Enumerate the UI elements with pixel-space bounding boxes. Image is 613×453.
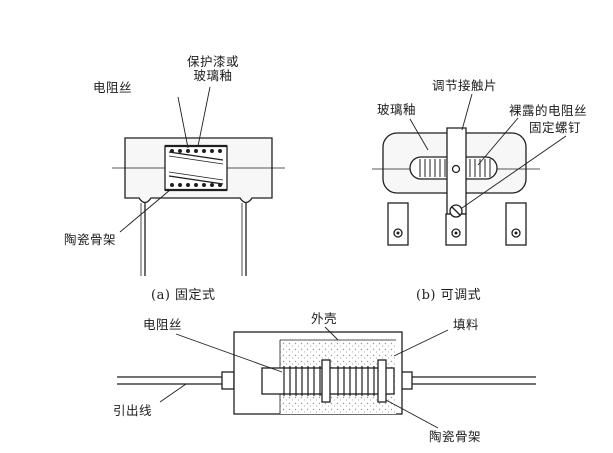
- label-fixing-screw: 固定螺钉: [529, 120, 582, 135]
- adj-terminal-left: [387, 202, 409, 246]
- label-bare-wire: 裸露的电阻丝: [509, 103, 588, 118]
- label-resistance-wire: 电阻丝: [93, 80, 133, 95]
- wire-turns: [283, 366, 375, 396]
- adj-terminal-right: [505, 202, 527, 246]
- label-ceramic-former: 陶瓷骨架: [64, 232, 117, 247]
- adj-contact-pivot: [451, 164, 461, 174]
- fixed-wire-beads: [170, 149, 222, 187]
- lead-cap-left: [221, 371, 235, 390]
- label-filler: 填料: [453, 317, 480, 332]
- wirewound-resistor: [117, 326, 536, 429]
- label-adjust-contact: 调节接触片: [432, 78, 498, 93]
- label-lead-wire: 引出线: [113, 403, 153, 418]
- collar-left: [321, 359, 331, 403]
- label-ww-ceramic-former: 陶瓷骨架: [429, 429, 482, 444]
- label-glass-glaze: 玻璃釉: [377, 102, 417, 117]
- label-ww-resistance-wire: 电阻丝: [143, 317, 183, 332]
- fixed-wire-coils: [168, 151, 224, 185]
- collar-right: [377, 359, 387, 403]
- caption-adjustable: (b) 可调式: [416, 288, 482, 303]
- adj-terminal-mid: [445, 204, 467, 246]
- caption-fixed: (a) 固定式: [151, 288, 216, 303]
- adjustable-resistor: [372, 93, 567, 246]
- label-protective-coating: 保护漆或 玻璃釉: [187, 54, 240, 84]
- label-shell: 外壳: [311, 311, 338, 326]
- fixed-resistor: [112, 86, 285, 276]
